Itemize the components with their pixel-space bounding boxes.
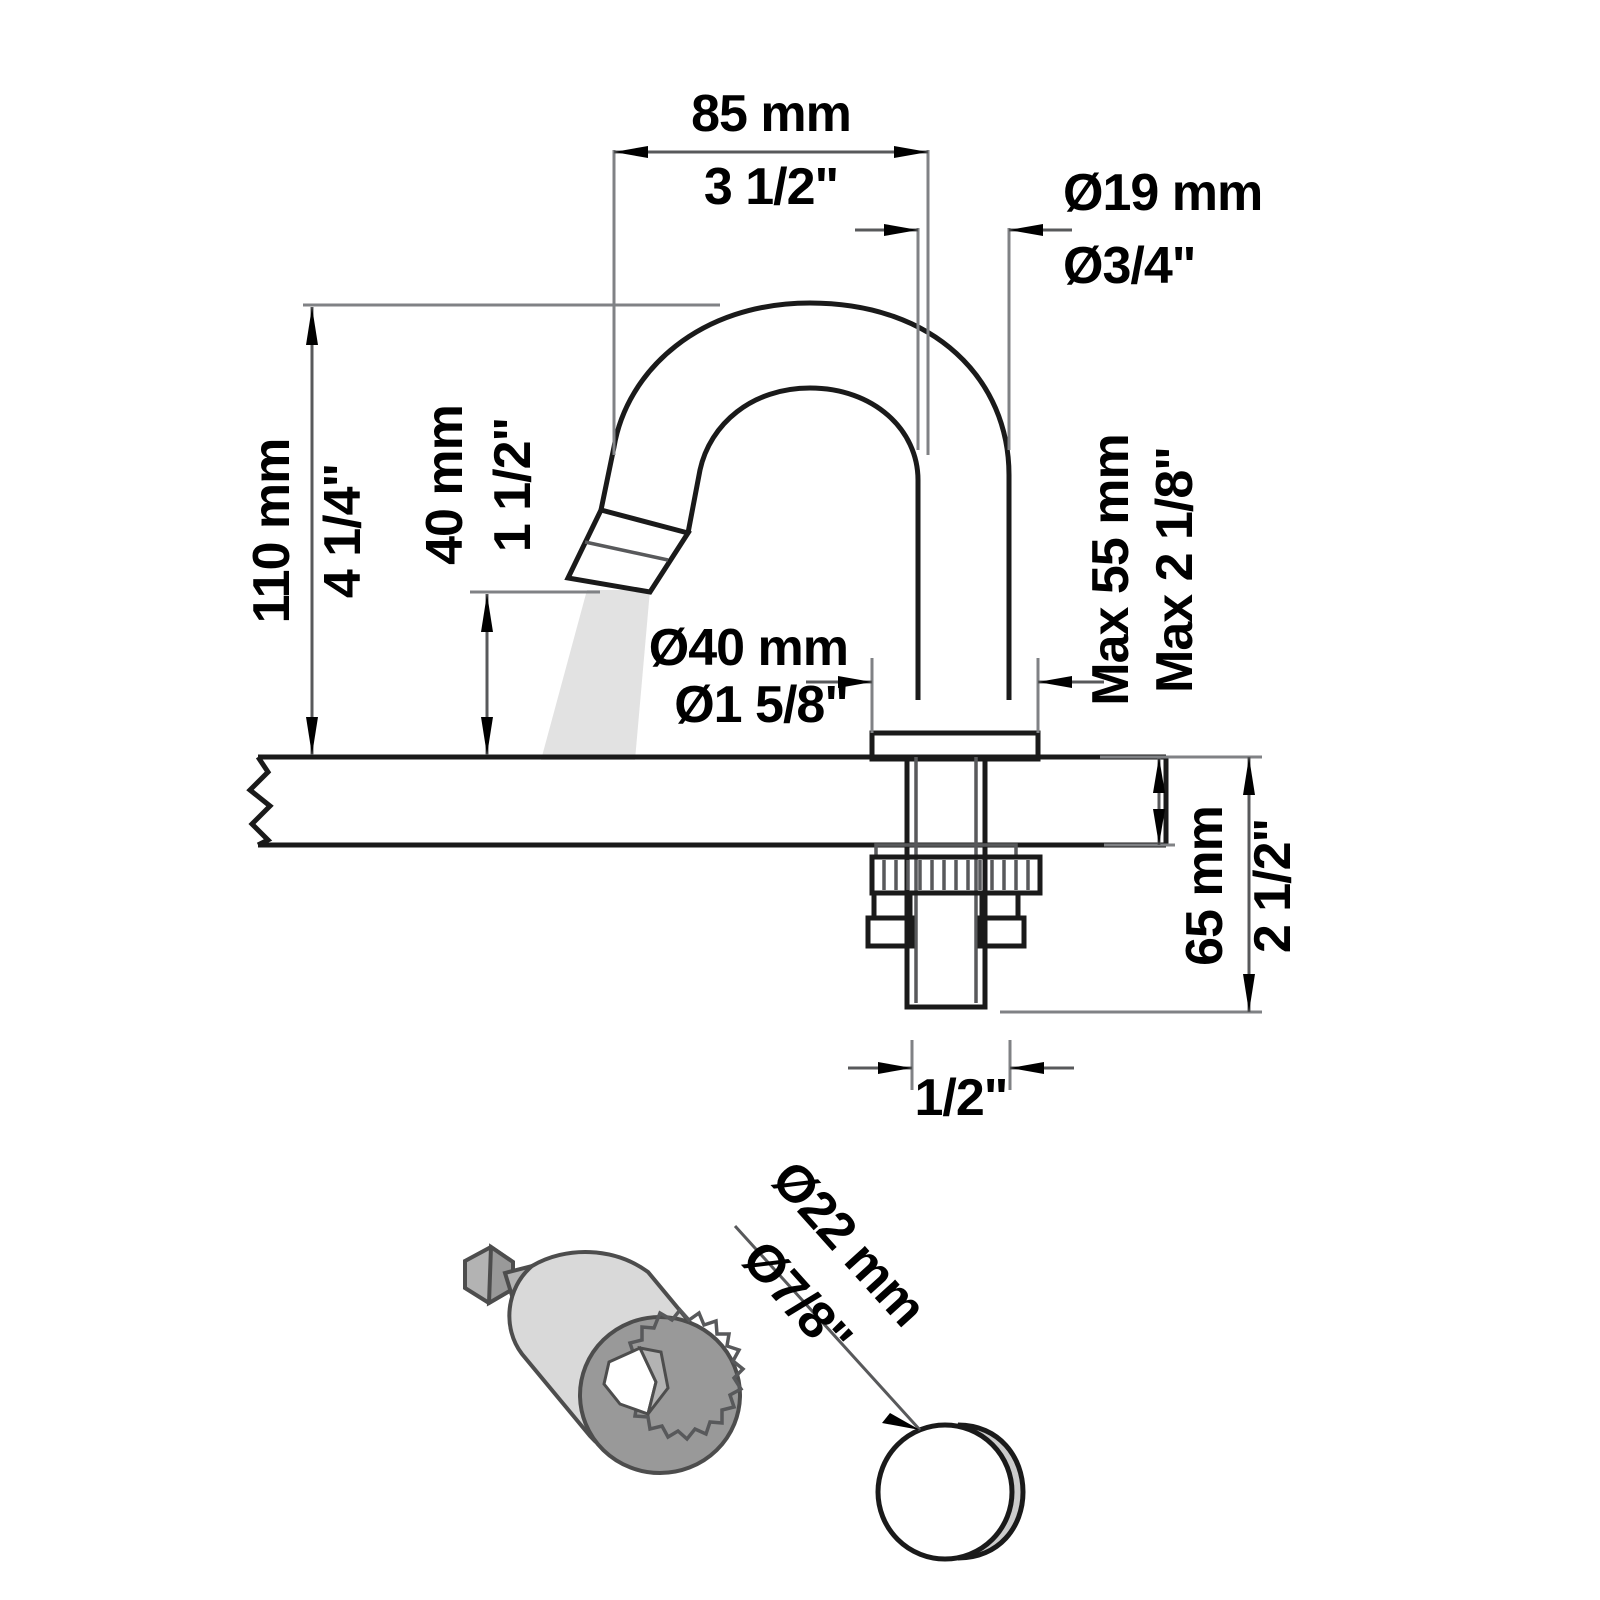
hole-saw-tool — [463, 1243, 746, 1475]
water-stream — [541, 590, 650, 760]
dim-max-thickness-metric: Max 55 mm — [1082, 434, 1140, 705]
dim-base-diameter-metric: Ø40 mm — [649, 619, 848, 677]
dim-spout-reach-imperial: 3 1/2" — [704, 158, 838, 216]
dim-inlet-thread-imperial: 1/2" — [915, 1069, 1008, 1127]
dimension-shank-length: 65 mm 2 1/2" — [1000, 755, 1302, 1014]
dimension-outlet-height: 40 mm 1 1/2" — [416, 405, 600, 755]
gooseneck-spout — [564, 300, 1012, 700]
dimension-tube-diameter: Ø19 mm Ø3/4" — [855, 164, 1263, 450]
dimension-spout-reach: 85 mm 3 1/2" — [612, 85, 930, 455]
dim-shank-length-imperial: 2 1/2" — [1244, 819, 1302, 953]
dim-shank-length-metric: 65 mm — [1176, 806, 1234, 966]
dim-base-diameter-imperial: Ø1 5/8" — [674, 676, 848, 734]
dim-spout-height-metric: 110 mm — [243, 439, 301, 624]
dimension-max-counter-thickness: Max 55 mm Max 2 1/8" — [1082, 434, 1204, 847]
knurled-lock-nut — [869, 854, 1043, 896]
countertop-section — [246, 754, 1169, 848]
dim-max-thickness-imperial: Max 2 1/8" — [1146, 447, 1204, 693]
dim-spout-height-imperial: 4 1/4" — [314, 464, 372, 598]
mounting-hardware — [865, 730, 1043, 1010]
mounting-nuts — [865, 890, 1027, 949]
dim-spout-reach-metric: 85 mm — [691, 85, 851, 143]
dimension-inlet-thread: 1/2" — [848, 1040, 1074, 1127]
dim-tube-diameter-metric: Ø19 mm — [1063, 164, 1262, 222]
dimension-hole-diameter: Ø22 mm Ø7/8" — [731, 1150, 937, 1432]
counter-break-line — [246, 755, 274, 848]
dimension-spout-height: 110 mm 4 1/4" — [243, 303, 720, 755]
dimension-base-diameter: Ø40 mm Ø1 5/8" — [649, 619, 1104, 734]
drilled-hole-circle — [875, 1422, 1026, 1562]
dim-outlet-height-imperial: 1 1/2" — [484, 418, 542, 552]
dim-tube-diameter-imperial: Ø3/4" — [1063, 237, 1195, 295]
dim-outlet-height-metric: 40 mm — [416, 405, 474, 565]
